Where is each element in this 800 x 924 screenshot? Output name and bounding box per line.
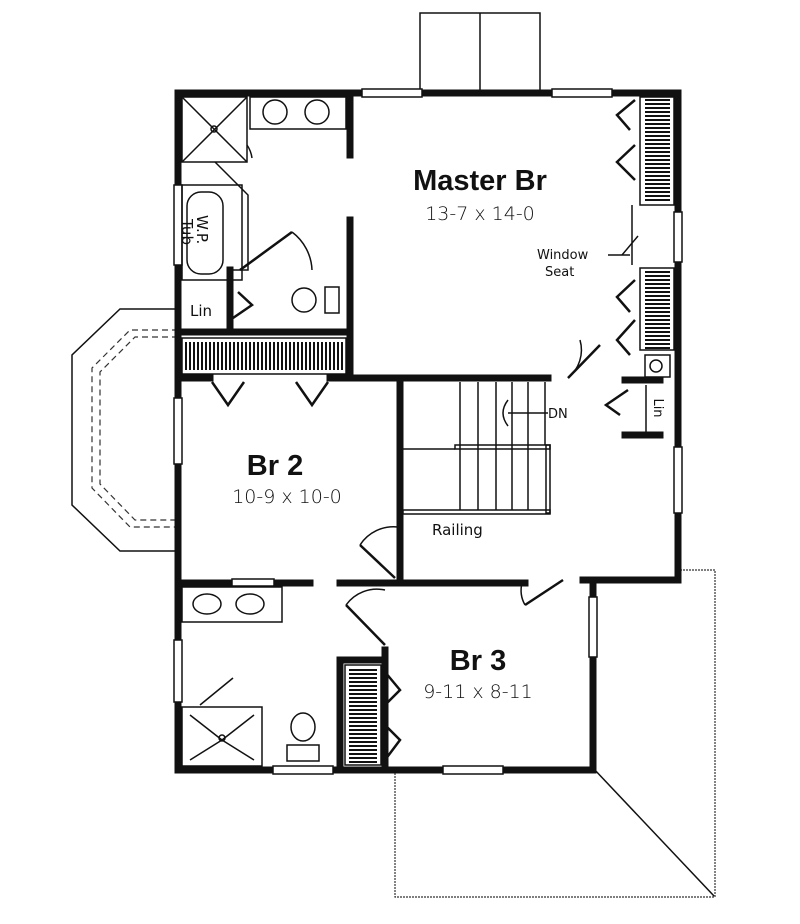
- master-bath: [181, 96, 347, 320]
- br2-closet: [181, 337, 347, 408]
- room-dimensions-br3: 9-11 x 8-11: [423, 681, 533, 703]
- linen-label-1: Lin: [190, 302, 212, 320]
- master-closets: [567, 96, 675, 432]
- room-dimensions-br2: 10-9 x 10-0: [232, 486, 342, 508]
- roof-outlines: [71, 12, 716, 898]
- stairs-dn-label: DN: [548, 407, 568, 422]
- room-dimensions-master: 13-7 x 14-0: [425, 203, 535, 225]
- hall-bath: [181, 586, 386, 767]
- linen-label-2: Lin: [650, 398, 665, 417]
- stairs: [402, 382, 551, 515]
- room-name-br2: Br 2: [247, 450, 303, 482]
- window-seat-label-line1: Window: [537, 248, 589, 263]
- railing-label: Railing: [432, 521, 483, 539]
- room-name-master: Master Br: [413, 165, 547, 197]
- room-name-br3: Br 3: [450, 645, 506, 677]
- tub-label: W.P. Tub: [178, 215, 211, 249]
- br3-closet: [344, 578, 564, 766]
- window-seat-label-line2: Seat: [545, 265, 574, 280]
